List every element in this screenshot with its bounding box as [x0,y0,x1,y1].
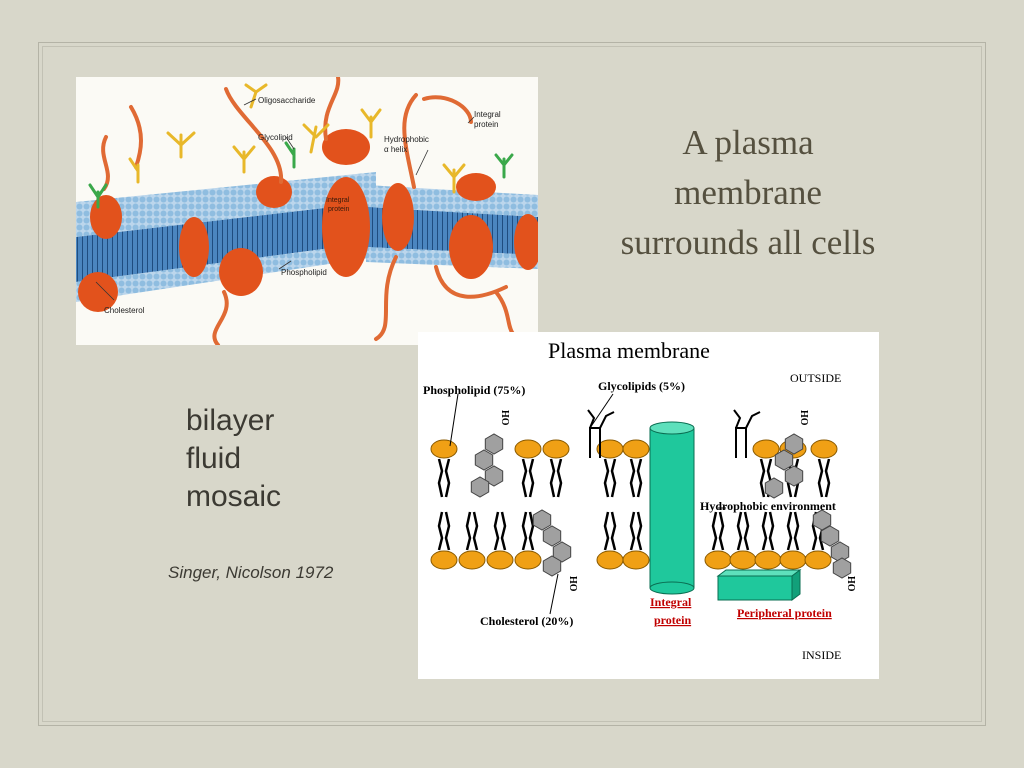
lipid-head [754,550,782,570]
oligosaccharide-label: Oligosaccharide [258,96,316,105]
membrane-3d-illustration: Oligosaccharide Glycolipid Hydrophobic α… [76,75,542,347]
lipid-tail [711,511,725,551]
title-line-1: A plasma [682,123,814,162]
alpha-helix-label: α helix [384,145,407,154]
membrane-proteins [78,129,542,312]
cholesterol-ring [484,433,504,455]
cholesterol-ring [784,433,804,455]
lipid-tail [603,458,617,498]
title-line-2: membrane [674,173,822,212]
hydrophobic-environment-label: Hydrophobic environment [700,499,836,513]
integral-protein-label-line2: protein [474,120,498,129]
keyword-mosaic: mosaic [186,480,282,513]
citation: Singer, Nicolson 1972 [168,563,334,582]
cholesterol-ring [474,449,494,471]
lipid-tail [521,511,535,551]
lipid-tail [603,511,617,551]
cholesterol-ring [470,476,490,498]
oligosaccharide-chains [88,83,514,209]
lipid-head [752,439,780,459]
lipid-head [458,550,486,570]
glycolipid [733,409,761,458]
lipid-tail [437,458,451,498]
phospholipid-label: Phospholipid [281,268,327,277]
peripheral-protein-label: Peripheral protein [737,606,832,620]
cholesterol-ring [820,525,840,547]
diagram-lipids [430,409,852,579]
lipid-head [514,439,542,459]
lipid-head [729,550,757,570]
cholesterol-ring [532,509,552,531]
lipid-tail [736,511,750,551]
glycolipid-label: Glycolipid [258,133,293,142]
lipid-head [514,550,542,570]
integral-protein-label-line1: Integral [650,595,692,609]
lipid-tail [549,458,563,498]
integral-protein-label-line1: Integral [474,110,501,119]
diagram-callouts [449,393,726,615]
title-line-3: surrounds all cells [620,223,876,262]
lipid-tail [629,511,643,551]
ho-label-4: HO [845,576,856,592]
lipid-tail [465,511,479,551]
lipid-head [804,550,832,570]
lipid-head [704,550,732,570]
inside-label: INSIDE [802,648,841,662]
lipid-tail [817,458,831,498]
lipid-head [486,550,514,570]
cholesterol-ring [542,555,562,577]
cholesterol-ring [774,449,794,471]
keyword-fluid: fluid [186,442,242,475]
cholesterol-ring [764,477,784,499]
slide-title: A plasma membrane surrounds all cells [580,118,916,268]
lipid-tail [786,511,800,551]
lipid-head [542,439,570,459]
lipid-tail [521,458,535,498]
lipid-tail [493,511,507,551]
lipid-head [622,439,650,459]
integral-protein-center-line2: protein [328,206,350,213]
cholesterol-label: Cholesterol [104,306,145,315]
lipid-tail [437,511,451,551]
lipid-head [810,439,838,459]
integral-protein-shape [649,421,695,595]
peripheral-protein-shape [716,569,802,601]
cholesterol-label: Cholesterol (20%) [480,614,573,628]
ho-label-1: HO [499,410,510,426]
protein-strands [101,75,528,347]
callout-lines [95,98,475,301]
cholesterol-ring [812,509,832,531]
cholesterol-ring [542,525,562,547]
lipid-tail [761,511,775,551]
lipid-tail [629,458,643,498]
integral-protein-center-line1: Integral [326,197,350,204]
keyword-bilayer: bilayer [186,404,275,437]
glycolipids-label: Glycolipids (5%) [598,379,685,393]
integral-protein-label-line2: protein [654,613,691,627]
outside-label: OUTSIDE [790,371,841,385]
lipid-head [622,550,650,570]
plasma-membrane-diagram: Plasma membrane OUTSIDE Phospholipid (75… [418,332,879,679]
lipid-head [430,439,458,459]
cholesterol-ring [784,465,804,487]
cholesterol-ring [832,557,852,579]
lipid-head [779,550,807,570]
diagram-title: Plasma membrane [548,338,710,363]
keyword-list: bilayer fluid mosaic [186,402,281,516]
phospholipid-label: Phospholipid (75%) [423,383,525,397]
lipid-head [596,550,624,570]
glycolipid [587,409,615,458]
hydrophobic-label: Hydrophobic [384,135,429,144]
ho-label-3: HO [567,576,578,592]
ho-label-2: HO [798,410,809,426]
slide-frame [38,42,986,726]
cholesterol-ring [830,541,850,563]
lipid-head [430,550,458,570]
